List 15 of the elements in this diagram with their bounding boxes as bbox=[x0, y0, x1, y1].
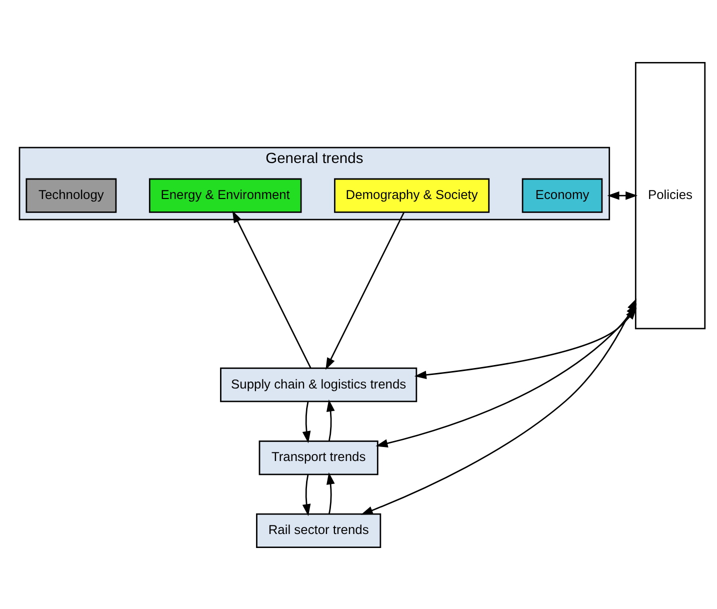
arrow bbox=[326, 472, 335, 514]
arrow bbox=[302, 400, 311, 443]
arrow bbox=[232, 210, 312, 368]
arrow bbox=[326, 212, 404, 370]
node-box: Rail sector trends bbox=[256, 512, 382, 548]
node-box: Energy & Environment bbox=[148, 178, 302, 212]
arrow bbox=[302, 474, 311, 516]
node-box: Economy bbox=[522, 178, 603, 212]
arrow bbox=[607, 190, 638, 200]
node-box: Policies bbox=[634, 62, 706, 329]
node-box: Supply chain & logistics trends bbox=[220, 367, 418, 402]
node-box: Transport trends bbox=[258, 440, 378, 475]
node-box: Demography & Society bbox=[334, 178, 490, 212]
node-box: Technology bbox=[26, 178, 117, 212]
arrow bbox=[326, 398, 335, 441]
